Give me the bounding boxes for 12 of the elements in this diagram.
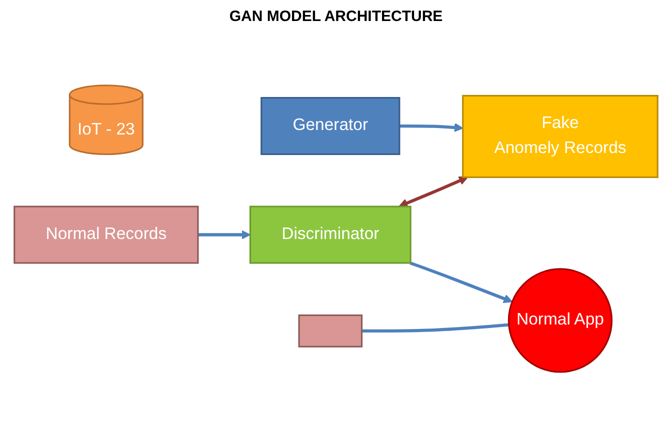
- node-box: Fake Anomely Records: [462, 95, 658, 178]
- node-box: Discriminator: [249, 206, 412, 264]
- arrow: [398, 176, 468, 208]
- connector: [362, 324, 509, 333]
- node-circle: Normal App: [508, 268, 613, 374]
- node-box: [298, 314, 363, 348]
- node-box: Normal Records: [14, 206, 199, 264]
- arrow: [399, 123, 464, 132]
- arrow: [198, 230, 251, 240]
- node-box: Generator: [260, 97, 400, 156]
- diagram-title: GAN MODEL ARCHITECTURE: [228, 8, 444, 25]
- arrow: [410, 262, 513, 304]
